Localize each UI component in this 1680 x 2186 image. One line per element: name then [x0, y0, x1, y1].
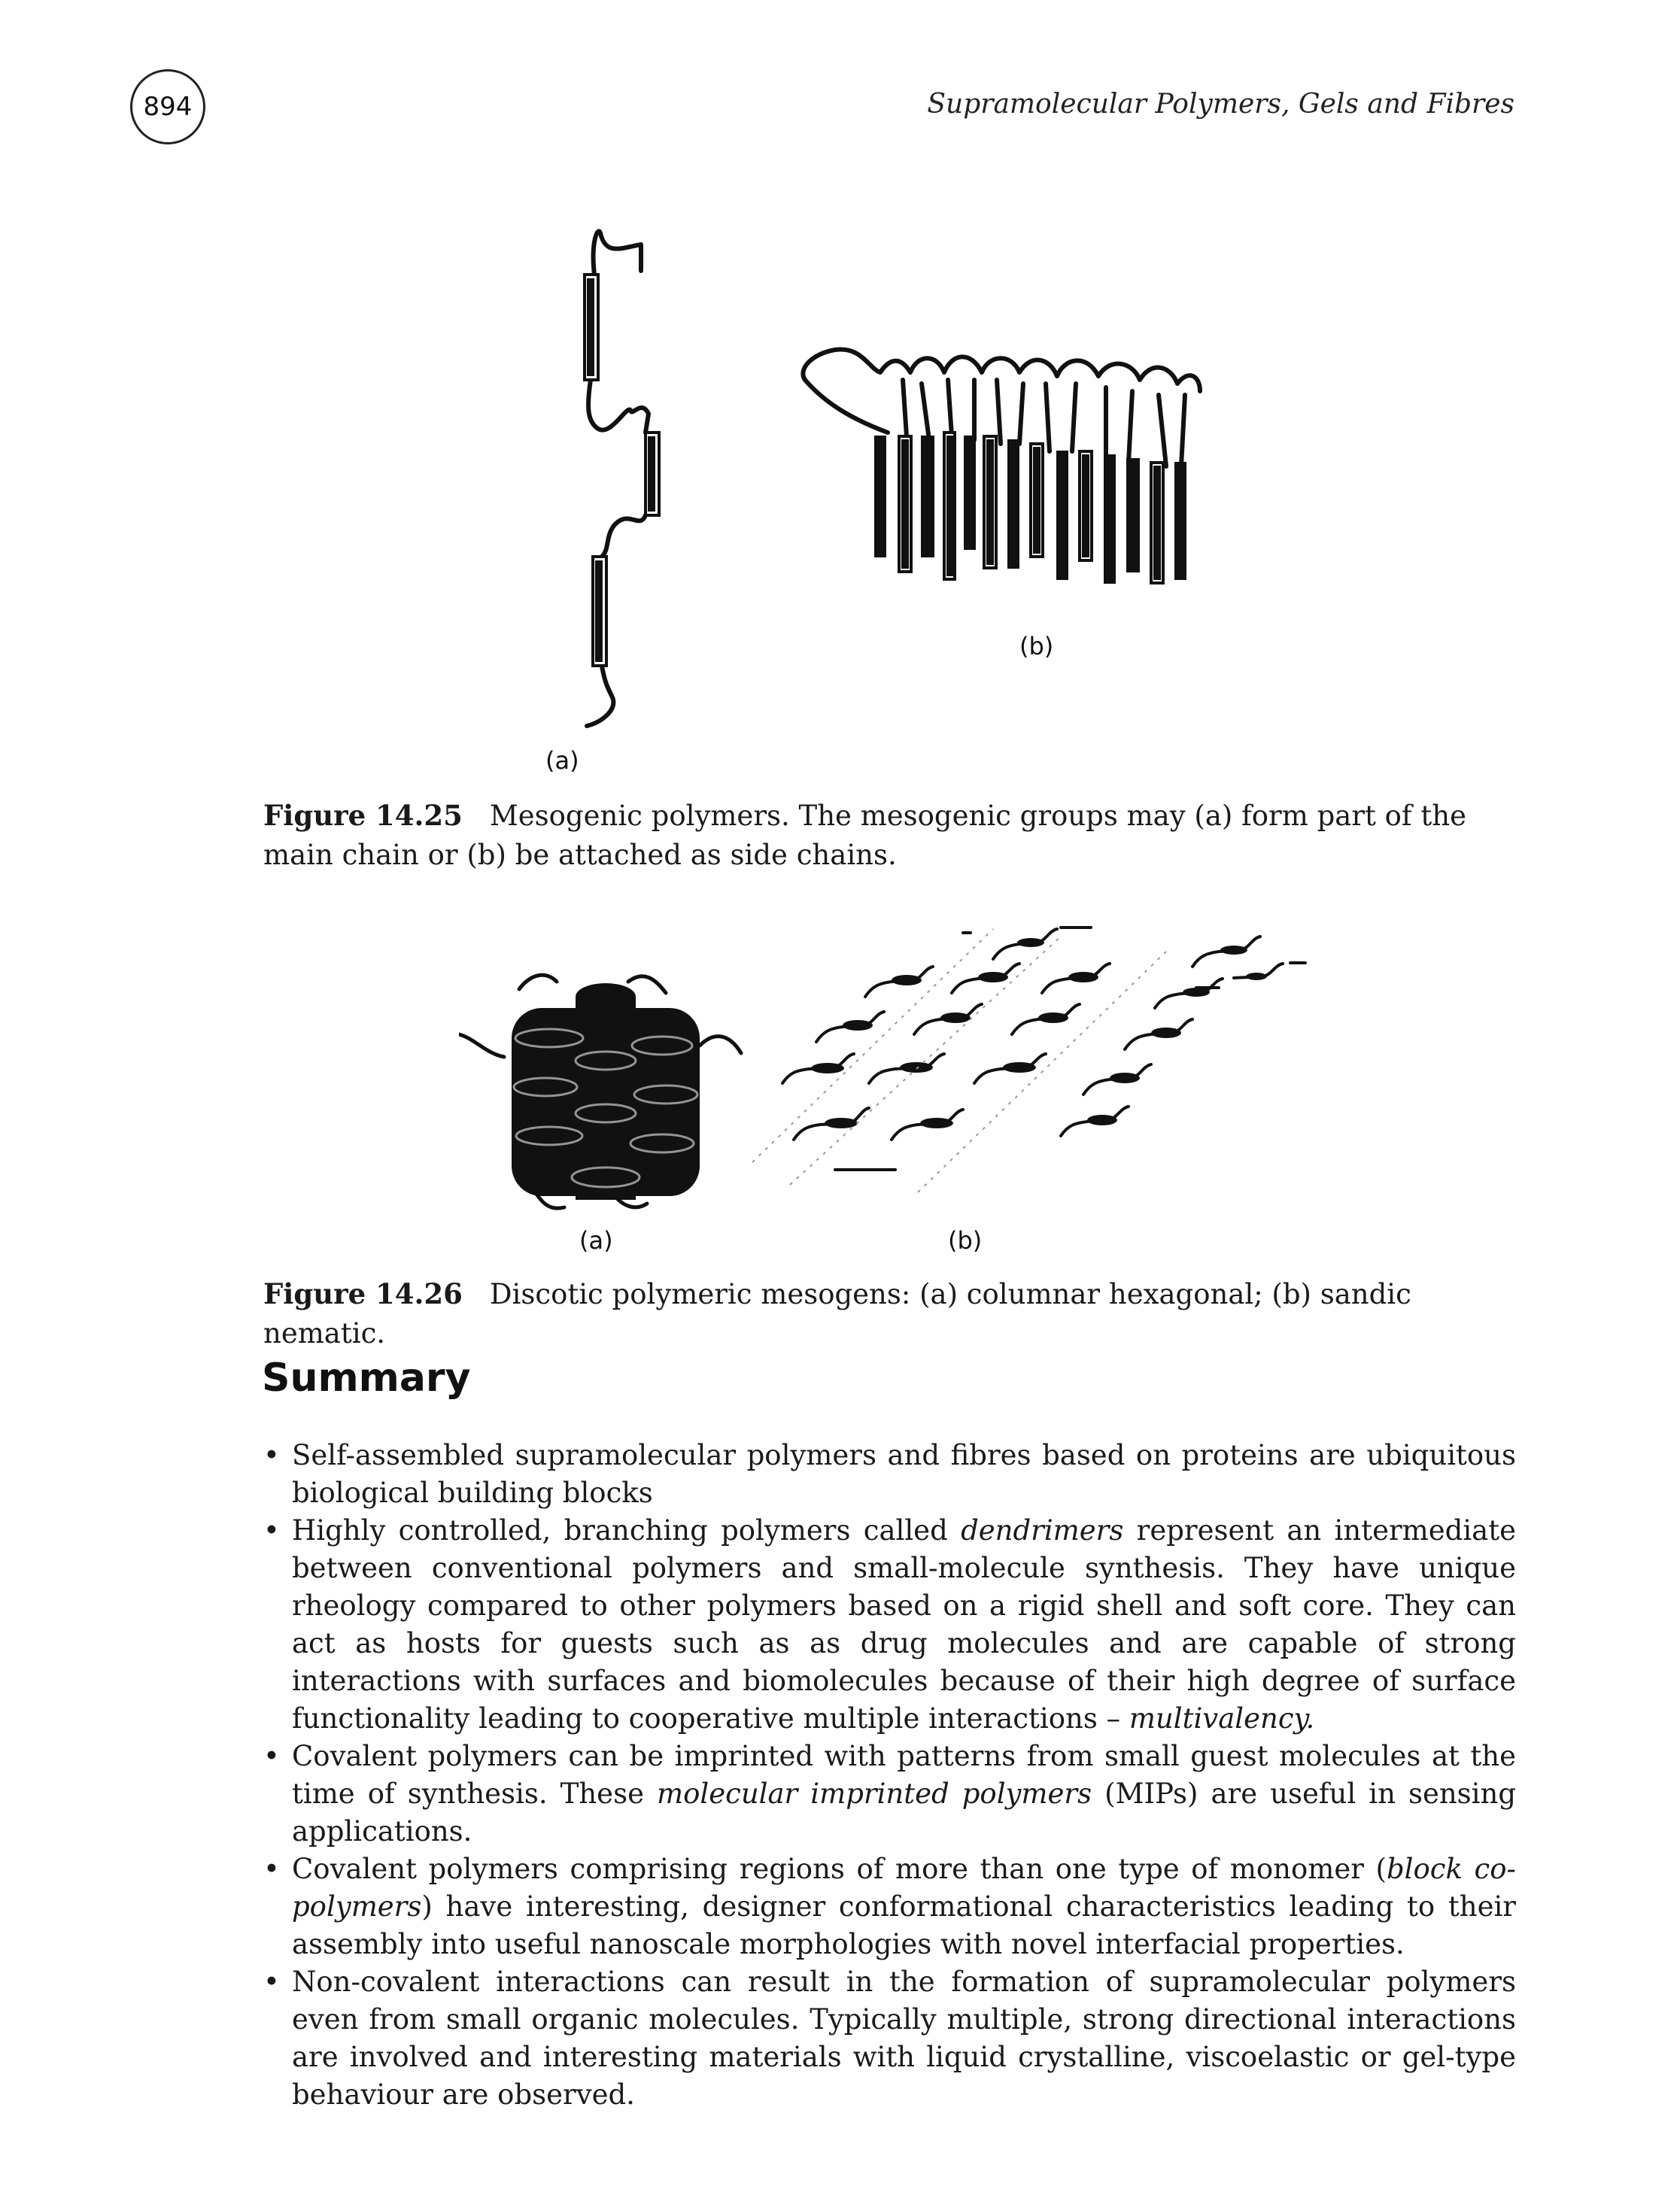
figure-26-label-a: (a) [579, 1226, 613, 1255]
bullet-text: Covalent polymers can be imprinted with … [292, 1740, 1516, 1810]
summary-bullet: • Covalent polymers can be imprinted wit… [263, 1738, 1516, 1851]
figure-25b-side-chain-diagram [801, 347, 1202, 584]
figure-25-caption-number: Figure 14.25 [263, 799, 463, 832]
summary-heading: Summary [262, 1356, 471, 1401]
figure-25-caption-text: Mesogenic polymers. The mesogenic groups… [263, 800, 1466, 871]
summary-bullet: • Highly controlled, branching polymers … [263, 1512, 1516, 1738]
summary-list: • Self-assembled supramolecular polymers… [263, 1437, 1516, 2114]
summary-bullet: • Covalent polymers comprising regions o… [263, 1851, 1516, 1963]
bullet-text: ) have interesting, designer conformatio… [292, 1890, 1516, 1960]
figure-26b-sandic-nematic-diagram [752, 926, 1307, 1193]
bullet-dot-icon: • [263, 1740, 280, 1772]
bullet-text: represent an intermediate between conven… [292, 1514, 1517, 1735]
bullet-text: Self-assembled supramolecular polymers a… [292, 1439, 1516, 1509]
page-number: 894 [130, 69, 205, 144]
bullet-text: Highly controlled, branching polymers ca… [292, 1514, 962, 1547]
running-title: Supramolecular Polymers, Gels and Fibres [927, 89, 1514, 120]
bullet-text: (MIPs) are useful in sensing application… [292, 1778, 1517, 1847]
term-dendrimers: dendrimers [961, 1514, 1124, 1547]
bullet-text: Covalent polymers comprising regions of … [292, 1853, 1387, 1885]
bullet-dot-icon: • [263, 1514, 280, 1547]
term-mips: molecular imprinted polymers [657, 1778, 1092, 1810]
figure-26-caption-text: Discotic polymeric mesogens: (a) columna… [263, 1278, 1411, 1350]
figure-26-caption-number: Figure 14.26 [263, 1277, 463, 1310]
figure-25-label-a: (a) [545, 746, 579, 775]
figure-26-label-b: (b) [948, 1226, 983, 1255]
bullet-dot-icon: • [263, 1439, 280, 1471]
figure-25a-main-chain-diagram [583, 229, 661, 728]
figure-26a-columnar-diagram [459, 973, 743, 1210]
summary-bullet: • Non-covalent interactions can result i… [263, 1963, 1516, 2114]
summary-bullet: • Self-assembled supramolecular polymers… [263, 1437, 1516, 1512]
bullet-dot-icon: • [263, 1853, 280, 1885]
term-multivalency: multivalency. [1129, 1702, 1315, 1735]
bullet-dot-icon: • [263, 1966, 280, 1998]
bullet-text: Non-covalent interactions can result in … [292, 1966, 1516, 2111]
term-block-copolymers: block co-polymers [292, 1853, 1517, 1923]
figure-25-label-b: (b) [1019, 632, 1054, 660]
